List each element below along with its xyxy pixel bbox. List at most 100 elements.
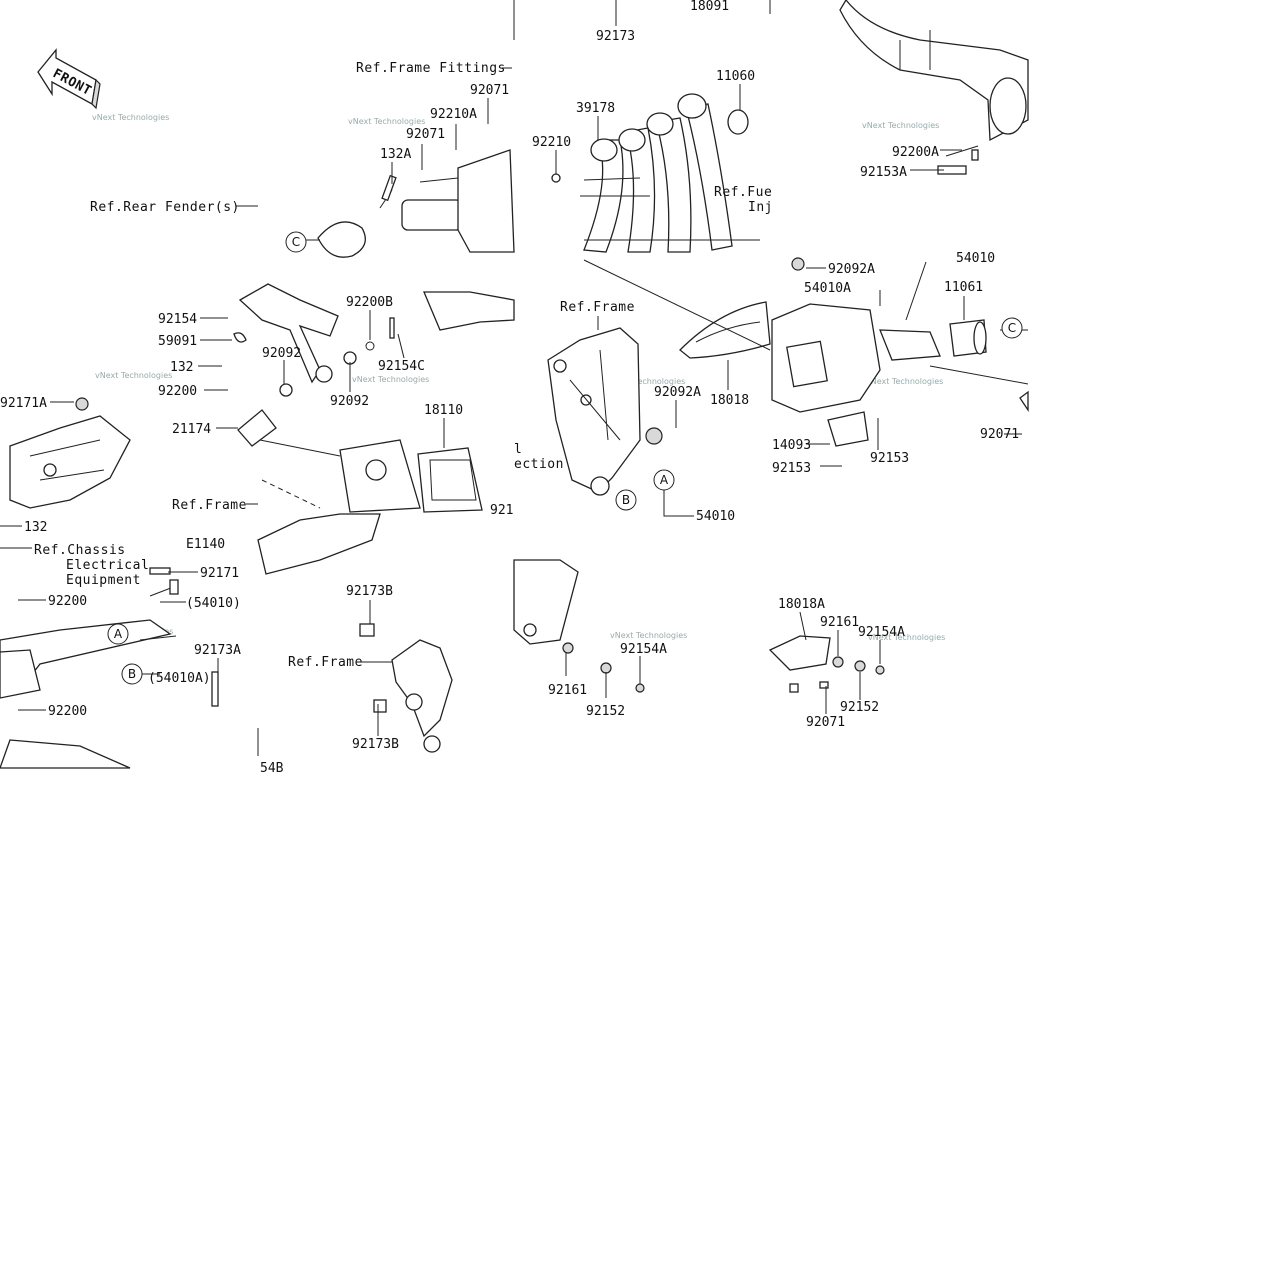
callout-a-left: A [107,623,129,645]
part-label: 59091 [158,334,197,349]
part-label: 18110 [424,403,463,418]
part-label: 54B [260,761,284,776]
part-label: Ref.Rear Fender(s) [90,200,240,215]
silencer-drawing [839,0,1029,175]
front-arrow-icon: FRONT [37,48,101,110]
svg-text:C: C [1008,321,1016,335]
tail-tray-drawing [0,567,179,769]
part-label: 14093 [772,438,811,453]
part-labels: 92173 18091 Ref.Frame Fittings 92071 922… [0,0,1019,776]
part-label: Ref.Frame [560,300,635,315]
part-label: 132 [24,520,47,535]
part-label: 39178 [576,101,615,116]
part-label: ection [514,457,564,472]
part-label: 92171 [200,566,239,581]
part-label: 11060 [716,69,755,84]
part-label: 92173 [596,29,635,44]
watermark: vNext Technologies [92,113,169,122]
part-label: 11061 [944,280,983,295]
part-label: 92173A [194,643,241,658]
exhaust-header-drawing [551,93,760,253]
part-label: 92071 [980,427,1019,442]
callout-c-left: C [285,231,307,253]
watermark: vNext Technologies [862,121,939,130]
muffler-bracket-drawing [317,149,515,258]
part-label: 18091 [690,0,729,14]
part-label: 92200A [892,145,939,160]
part-label: (54010) [186,596,241,611]
part-label: 54010 [956,251,995,266]
watermark: vNext Technologies [868,633,945,642]
tile-edges [513,0,771,40]
part-label: (54010A) [148,671,211,686]
part-label: 92200B [346,295,393,310]
part-label: 92071 [470,83,509,98]
part-label: 92152 [840,700,879,715]
side-cover-drawing [259,439,483,513]
part-label: E1140 [186,537,225,552]
part-label: Inj [748,200,773,215]
part-label: 18018 [710,393,749,408]
part-label: Ref.Frame [288,655,363,670]
part-label: 92154A [858,625,905,640]
part-label: Ref.Frame [172,498,247,513]
part-label: 92092 [330,394,369,409]
footpeg-bracket-drawing [233,283,395,447]
watermark: vNext Technologies [352,375,429,384]
part-label: 92153A [860,165,907,180]
part-label: 92210A [430,107,477,122]
part-label: l [514,442,522,457]
collector-drawing [771,257,1029,447]
footrest-drawing [211,623,453,753]
part-label: 921 [490,503,513,518]
part-label: 92154A [620,642,667,657]
watermark: vNext Technologies [610,631,687,640]
part-label: Ref.Chassis [34,543,126,558]
small-cover-drawing [768,635,885,693]
callout-a-center: A [653,469,675,491]
svg-text:A: A [660,473,669,487]
part-label: 92153 [870,451,909,466]
watermark: vNext Technologies [866,377,943,386]
part-label: 92161 [548,683,587,698]
part-label: 92092A [828,262,875,277]
callout-b-left: B [121,663,143,685]
lower-bracket-drawing [513,559,645,693]
part-label: 92154 [158,312,197,327]
part-label: 92071 [806,715,845,730]
watermark: vNext Technologies [95,371,172,380]
part-label: 92200 [158,384,197,399]
frame-drawing [257,291,515,575]
part-label: 54010 [696,509,735,524]
part-label: 92153 [772,461,811,476]
heat-guard-drawing [679,301,771,359]
svg-text:B: B [128,667,136,681]
part-label: 132A [380,147,411,162]
center-plate-drawing [547,327,663,496]
part-label: 92200 [48,594,87,609]
watermark: vNext Technologies [608,377,685,386]
part-label: 92173B [352,737,399,752]
svg-text:B: B [622,493,630,507]
part-label: 92092A [654,385,701,400]
callout-c-right: C [1001,317,1023,339]
part-label: 92210 [532,135,571,150]
part-label: 21174 [172,422,211,437]
part-label: Ref.Frame Fittings [356,61,506,76]
svg-text:A: A [114,627,123,641]
part-label: 92200 [48,704,87,719]
part-label: 92092 [262,346,301,361]
part-label: Electrical [66,558,149,573]
tail-cowl-drawing [9,397,131,509]
part-label: 92161 [820,615,859,630]
part-label: 18018A [778,597,825,612]
part-label: Equipment [66,573,141,588]
svg-text:C: C [292,235,300,249]
part-label: 92173B [346,584,393,599]
part-label: 54010A [804,281,851,296]
part-label: 92152 [586,704,625,719]
callout-b-center: B [615,489,637,511]
part-label: 92071 [406,127,445,142]
part-label: 92171A [0,396,47,411]
